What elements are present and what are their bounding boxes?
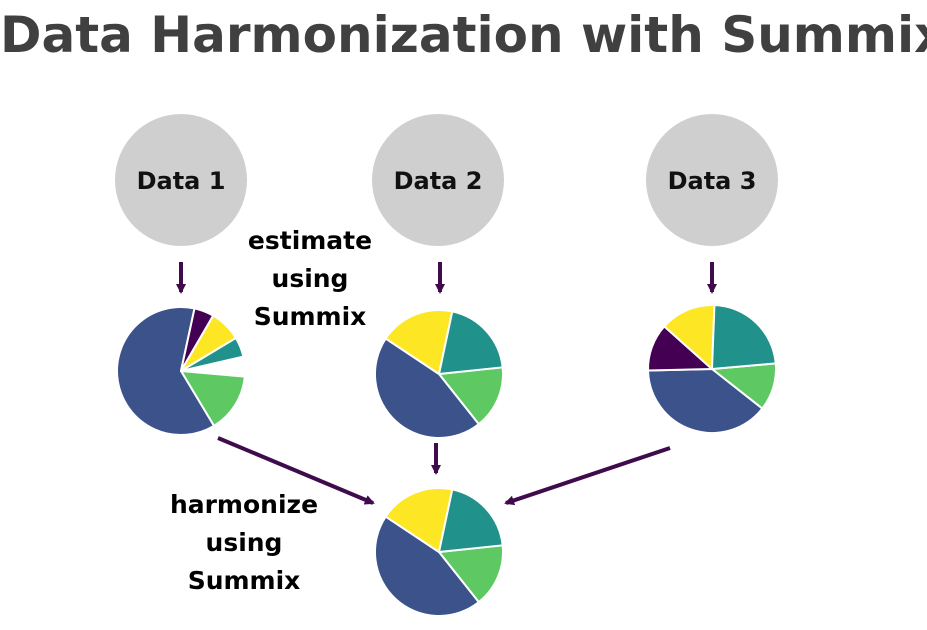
- estimate-label-line: using: [271, 264, 349, 293]
- pie-slice-yellow: [663, 304, 716, 370]
- dataset-circle: [372, 114, 504, 246]
- pie-chart-data1: [116, 306, 246, 436]
- arrow-pie3-to-result: [504, 446, 671, 506]
- harmonize-label-line: harmonize: [169, 490, 319, 519]
- pie-chart-data3: [647, 304, 778, 434]
- pie-slice-blue: [374, 515, 480, 617]
- dataset-label: Data 3: [668, 167, 757, 195]
- pie-slice-teal: [180, 337, 245, 372]
- pie-slice-blue: [647, 368, 764, 434]
- arrow-pie1-to-result: [217, 436, 375, 505]
- pie-slice-green: [438, 366, 504, 426]
- pie-slice-yellow: [384, 309, 454, 375]
- dataset-circle: [646, 114, 778, 246]
- pie-chart-data2: [374, 309, 504, 439]
- dataset-node-3: Data 3: [646, 114, 778, 246]
- pie-slice-green: [180, 370, 246, 427]
- estimate-label-line: Summix: [253, 302, 367, 331]
- dataset-circle: [115, 114, 247, 246]
- pie-chart-harmonized: [374, 487, 504, 617]
- dataset-label: Data 1: [137, 167, 226, 195]
- page-title: Data Harmonization with Summix: [0, 6, 927, 64]
- pie-slice-blue: [374, 337, 480, 439]
- dataset-node-1: Data 1: [115, 114, 247, 246]
- pie-slice-green: [438, 544, 504, 604]
- estimate-label-line: estimate: [247, 226, 373, 255]
- estimate-label: estimate using Summix: [240, 222, 380, 336]
- pie-slice-teal: [438, 310, 504, 375]
- dataset-label: Data 2: [394, 167, 483, 195]
- harmonize-label-line: using: [205, 528, 283, 557]
- pie-slice-teal: [438, 488, 504, 553]
- pie-slice-blue: [116, 306, 215, 436]
- pie-slice-teal: [711, 304, 777, 370]
- harmonize-label: harmonize using Summix: [160, 486, 328, 600]
- pie-slice-yellow: [384, 487, 454, 553]
- dataset-node-2: Data 2: [372, 114, 504, 246]
- harmonize-label-line: Summix: [187, 566, 301, 595]
